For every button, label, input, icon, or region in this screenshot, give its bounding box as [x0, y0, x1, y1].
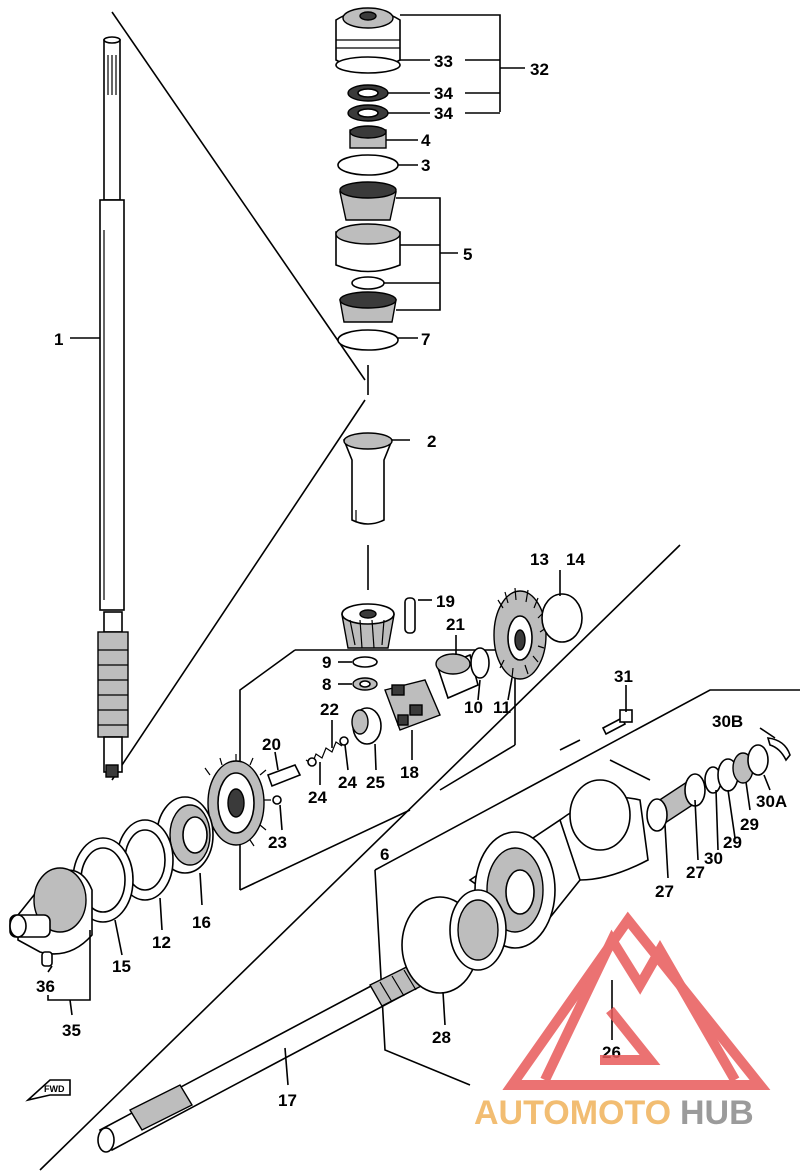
callout-30b: 30B — [712, 712, 743, 731]
callout-30a: 30A — [756, 792, 787, 811]
callout-13: 13 — [530, 550, 549, 569]
callout-24b: 24 — [338, 773, 357, 792]
callout-35: 35 — [62, 1021, 81, 1040]
callout-27b: 27 — [686, 863, 705, 882]
bolt-31 — [601, 709, 633, 736]
callout-8: 8 — [322, 675, 331, 694]
callout-15: 15 — [112, 957, 131, 976]
pinion-gear — [341, 603, 395, 691]
callout-4: 4 — [421, 131, 431, 150]
propeller-shaft — [97, 956, 438, 1153]
callout-30: 30 — [704, 849, 723, 868]
callout-labels: 1 2 3 4 5 6 7 8 9 10 11 12 13 14 15 16 1… — [36, 52, 787, 1110]
callout-31: 31 — [614, 667, 633, 686]
callout-6: 6 — [380, 845, 389, 864]
callout-1: 1 — [54, 330, 63, 349]
guide-lines — [39, 11, 800, 1171]
callout-19: 19 — [436, 592, 455, 611]
callout-17: 17 — [278, 1091, 297, 1110]
callout-24a: 24 — [308, 788, 327, 807]
pin-part-19 — [404, 597, 416, 634]
drive-shaft — [97, 36, 129, 778]
callout-20: 20 — [262, 735, 281, 754]
callout-32: 32 — [530, 60, 549, 79]
callout-14: 14 — [566, 550, 585, 569]
callout-3: 3 — [421, 156, 430, 175]
callout-2: 2 — [427, 432, 436, 451]
callout-33: 33 — [434, 52, 453, 71]
sleeve-part-2 — [342, 432, 394, 525]
leader-lines — [47, 14, 776, 1086]
forward-gear — [204, 754, 271, 847]
callout-29a: 29 — [740, 815, 759, 834]
callout-34b: 34 — [434, 104, 453, 123]
watermark-text-2: HUB — [680, 1094, 754, 1132]
callout-9: 9 — [322, 653, 331, 672]
callout-7: 7 — [421, 330, 430, 349]
clutch-assembly — [384, 587, 583, 731]
callout-29b: 29 — [723, 833, 742, 852]
callout-25: 25 — [366, 773, 385, 792]
callout-16: 16 — [192, 913, 211, 932]
callout-36: 36 — [36, 977, 55, 996]
callout-28: 28 — [432, 1028, 451, 1047]
shift-plunger — [266, 707, 382, 805]
watermark-text-1: AUTOMOTO — [474, 1094, 671, 1132]
callout-12: 12 — [152, 933, 171, 952]
callout-34a: 34 — [434, 84, 453, 103]
watermark-logo: AUTOMOTO HUB — [474, 911, 771, 1132]
cam-part-35 — [9, 867, 93, 967]
upper-bearing-stack — [335, 7, 401, 351]
callout-10: 10 — [464, 698, 483, 717]
callout-23: 23 — [268, 833, 287, 852]
callout-5: 5 — [463, 245, 472, 264]
callout-18: 18 — [400, 763, 419, 782]
seal-ring-28 — [401, 889, 507, 994]
fwd-marker: FWD — [25, 1079, 71, 1102]
callout-11: 11 — [493, 698, 511, 717]
callout-22: 22 — [320, 700, 339, 719]
callout-21: 21 — [446, 615, 465, 634]
callout-27a: 27 — [655, 882, 674, 901]
fwd-text: FWD — [44, 1084, 65, 1094]
seals-29-30 — [717, 737, 791, 792]
needle-bearing-27 — [646, 766, 722, 832]
